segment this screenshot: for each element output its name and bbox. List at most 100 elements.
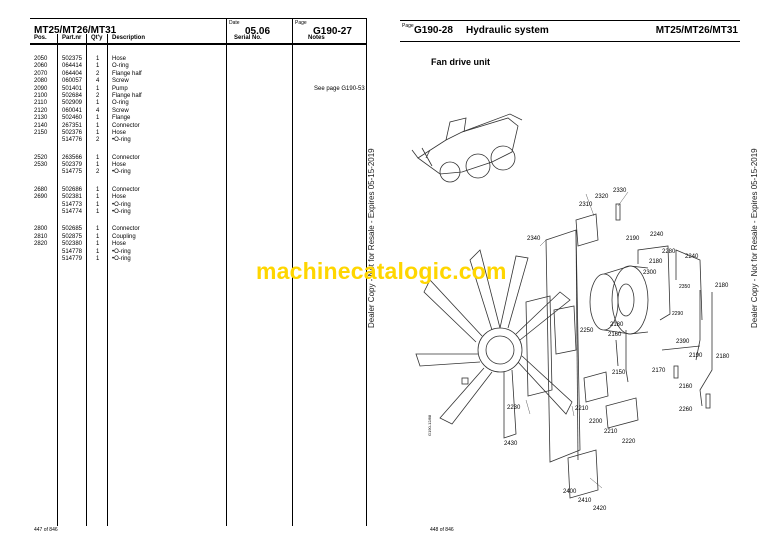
cell-part-number: 060041 xyxy=(62,107,83,114)
cell-pos: 2070 xyxy=(34,70,48,77)
part-number-label: 2390 xyxy=(676,339,690,345)
cell-qty: 1 xyxy=(96,186,100,193)
part-number-label: 2200 xyxy=(589,419,603,425)
section-title: Fan drive unit xyxy=(431,57,491,67)
date-value: 05.06 xyxy=(245,26,271,37)
leader-line xyxy=(617,191,629,207)
cell-description: •O-ring xyxy=(112,137,131,144)
cell-pos: 2680 xyxy=(34,186,48,193)
cell-description: Connector xyxy=(112,154,140,161)
part-number-label: 2240 xyxy=(650,232,664,238)
leader-line xyxy=(539,239,547,247)
part-number-label: 2350 xyxy=(679,284,691,290)
left-page-header: MT25/MT26/MT31 Date 05.06 Page G190-27 xyxy=(30,18,366,44)
cell-pos: 2120 xyxy=(34,107,48,114)
cell-part-number: 502684 xyxy=(62,92,83,99)
drawing-code: G190-12/88 xyxy=(427,414,432,436)
cell-qty: 1 xyxy=(96,122,100,129)
page-right-border xyxy=(366,18,367,526)
cell-description: Hose xyxy=(112,241,127,248)
right-model-title: MT25/MT26/MT31 xyxy=(655,25,738,36)
cell-qty: 2 xyxy=(96,169,100,176)
frame-plate-illustration xyxy=(525,229,581,463)
right-page-value: G190-28 xyxy=(414,25,453,36)
cell-part-number: 514774 xyxy=(62,209,83,216)
truck-illustration xyxy=(411,113,523,183)
part-number-label: 2220 xyxy=(622,439,636,445)
exploded-view-diagram xyxy=(411,113,713,499)
cell-qty: 1 xyxy=(96,162,100,169)
cell-qty: 1 xyxy=(96,100,100,107)
part-number-label: 2410 xyxy=(578,498,592,504)
col-description: Description xyxy=(112,35,146,41)
right-system-title: Hydraulic system xyxy=(466,25,549,36)
cell-qty: 1 xyxy=(96,194,100,201)
row-gap xyxy=(30,177,366,187)
cell-qty: 1 xyxy=(96,201,100,208)
cell-description: Screw xyxy=(112,107,129,114)
cell-pos: 2060 xyxy=(34,63,48,70)
cell-description: Flange half xyxy=(112,92,142,99)
cell-part-number: 502375 xyxy=(62,56,83,62)
cell-part-number: 502686 xyxy=(62,186,83,193)
cell-qty: 2 xyxy=(96,137,100,144)
cell-part-number: 502379 xyxy=(62,162,83,169)
cell-description: •O-ring xyxy=(112,209,131,216)
table-row: 2120 060041 4 Screw xyxy=(30,108,366,115)
part-number-label: 2280 xyxy=(662,249,676,255)
cell-qty: 1 xyxy=(96,248,100,255)
left-footer-page-number: 447 of 846 xyxy=(34,527,58,533)
cell-part-number: 514779 xyxy=(62,255,83,262)
cell-pos: 2520 xyxy=(34,154,48,161)
leader-line xyxy=(585,193,595,217)
part-number-label: 2160 xyxy=(679,384,693,390)
cell-qty: 1 xyxy=(96,226,100,233)
column-divider xyxy=(107,34,108,526)
page-cell: Page G190-27 xyxy=(292,19,367,43)
cell-part-number: 263566 xyxy=(62,154,83,161)
cell-description: Screw xyxy=(112,78,129,85)
bolt-illustration xyxy=(705,393,711,409)
fan-illustration xyxy=(415,249,573,439)
cell-pos: 2530 xyxy=(34,162,48,169)
cell-pos: 2130 xyxy=(34,115,48,122)
part-number-label: 2290 xyxy=(672,311,684,317)
cell-description: O-ring xyxy=(112,63,129,70)
hose-illustration xyxy=(615,245,713,407)
cell-description: Pump xyxy=(112,85,128,92)
bolt-illustration xyxy=(673,365,679,379)
cell-pos: 2090 xyxy=(34,85,48,92)
page-label: Page xyxy=(295,20,307,26)
right-page-label: Page xyxy=(402,23,414,29)
column-divider xyxy=(57,34,58,526)
cell-part-number: 502875 xyxy=(62,233,83,240)
part-number-label: 2230 xyxy=(507,405,521,411)
col-partnr: Part.nr xyxy=(62,35,82,41)
part-number-label: 2420 xyxy=(593,506,607,512)
cell-qty: 1 xyxy=(96,56,100,62)
cell-pos: 2810 xyxy=(34,233,48,240)
col-pos: Pos. xyxy=(34,35,47,41)
part-number-label: 2320 xyxy=(595,194,609,200)
cell-part-number: 502376 xyxy=(62,129,83,136)
cell-description: Connector xyxy=(112,226,140,233)
date-cell: Date 05.06 xyxy=(226,19,287,43)
cell-part-number: 502909 xyxy=(62,100,83,107)
right-page-header: Page G190-28 Hydraulic system MT25/MT26/… xyxy=(400,20,740,42)
cell-description: Flange half xyxy=(112,70,142,77)
cell-qty: 4 xyxy=(96,107,100,114)
column-header-row: Pos. Part.nr Qt'y Description Serial No.… xyxy=(30,34,366,45)
cell-part-number: 501401 xyxy=(62,85,83,92)
